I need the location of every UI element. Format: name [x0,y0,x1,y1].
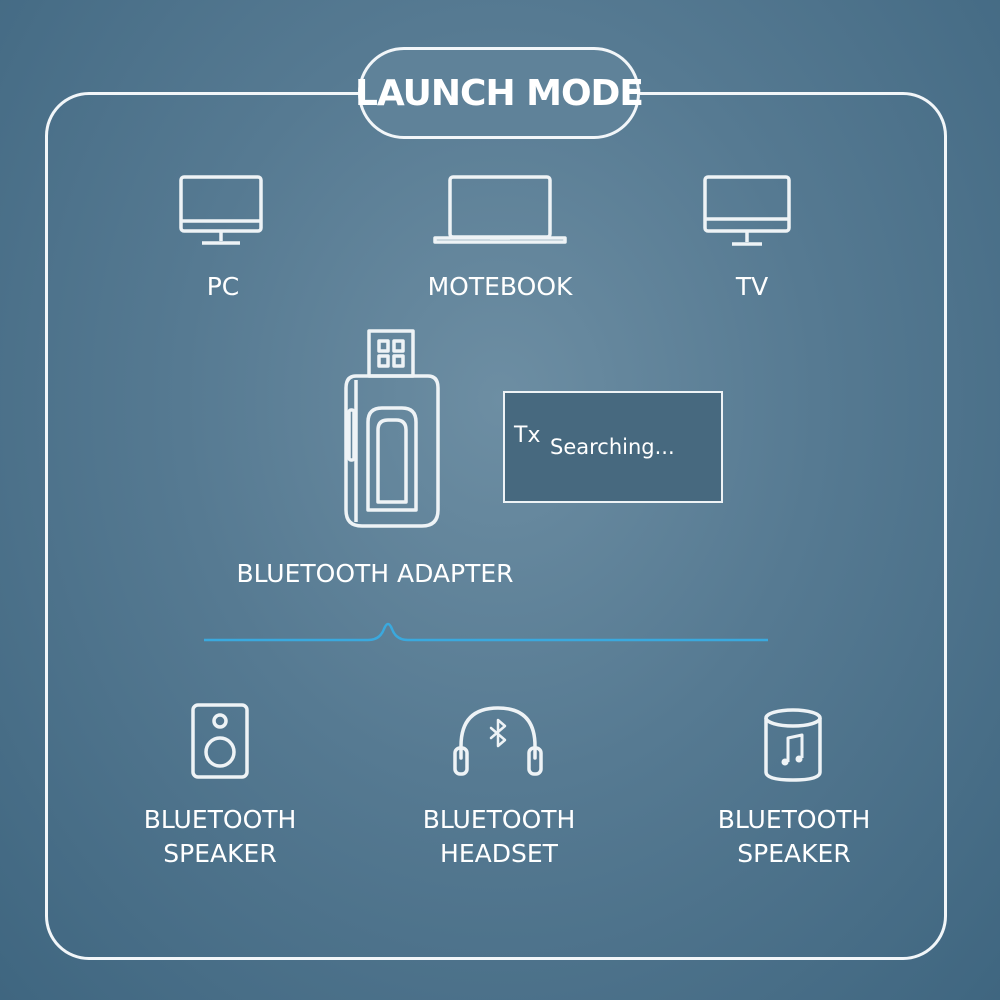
source-label-tv: TV [735,272,769,301]
display-mode: Tx [514,423,541,448]
adapter-label: BLUETOOTH ADAPTER [236,559,514,588]
source-label-pc: PC [206,272,240,301]
target-label-speaker-2: BLUETOOTH SPEAKER [717,805,871,868]
target-label-headset: BLUETOOTH HEADSET [422,805,576,868]
desktop-monitor-icon [179,175,263,245]
headphones-icon [453,706,543,776]
usb-adapter-icon [344,329,440,528]
laptop-icon [433,175,567,244]
display-status: Searching... [550,435,675,459]
cylinder-speaker-icon [764,708,822,782]
speaker-cabinet-icon [191,703,249,779]
target-label-speaker-1: BLUETOOTH SPEAKER [143,805,297,868]
page-title: LAUNCH MODE [354,72,644,114]
adapter-display: Tx Searching... [503,391,723,503]
tv-icon [703,175,791,246]
source-label-notebook: MOTEBOOK [427,272,573,301]
title-pill: LAUNCH MODE [354,47,644,139]
divider-line [204,622,768,642]
